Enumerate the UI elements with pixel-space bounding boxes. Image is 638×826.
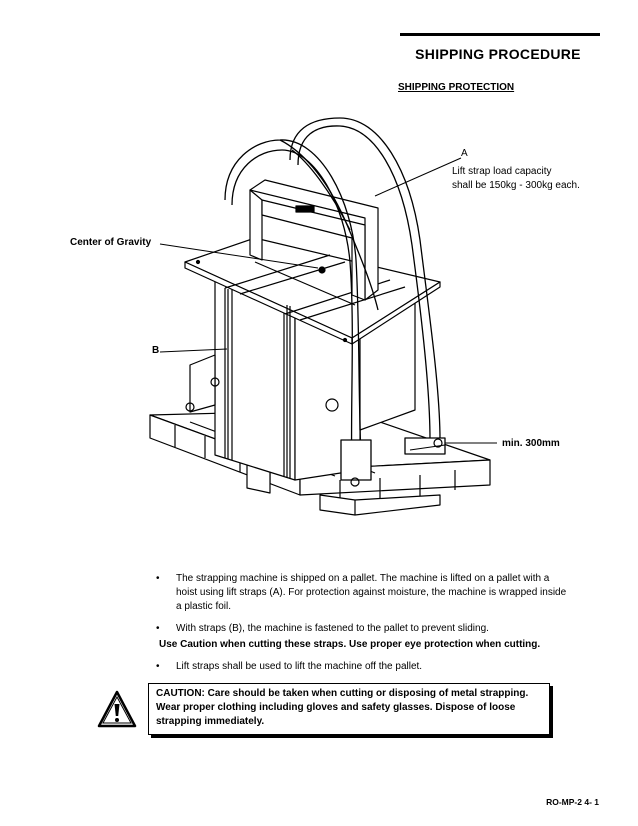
instruction-list: • The strapping machine is shipped on a … xyxy=(152,572,572,682)
bullet-symbol: • xyxy=(156,661,160,672)
min-distance-label: min. 300mm xyxy=(502,438,560,449)
eye-protection-warning: Use Caution when cutting these straps. U… xyxy=(159,639,541,650)
table-top xyxy=(184,237,441,345)
lift-straps xyxy=(224,117,446,481)
list-item: • Lift straps shall be used to lift the … xyxy=(152,660,572,674)
center-of-gravity-label: Center of Gravity xyxy=(70,237,152,248)
capacity-text-line1: Lift strap load capacity xyxy=(452,166,552,177)
warning-exclamation-icon xyxy=(97,690,137,728)
caution-box: CAUTION: Care should be taken when cutti… xyxy=(148,683,550,735)
label-b: B xyxy=(152,345,160,356)
caution-text: CAUTION: Care should be taken when cutti… xyxy=(156,688,529,727)
page-title: SHIPPING PROCEDURE xyxy=(415,46,581,62)
capacity-text-line2: shall be 150kg - 300kg each. xyxy=(452,180,580,191)
bullet-symbol: • xyxy=(156,573,160,584)
fastening-strap-b xyxy=(185,288,443,487)
bullet-text: With straps (B), the machine is fastened… xyxy=(176,623,489,634)
label-a: A xyxy=(461,148,468,159)
section-subtitle: SHIPPING PROTECTION xyxy=(398,82,515,93)
machine-on-pallet-illustration xyxy=(149,117,497,516)
list-item: • With straps (B), the machine is fasten… xyxy=(152,622,572,636)
leader-lines xyxy=(159,157,497,451)
bullet-text: The strapping machine is shipped on a pa… xyxy=(176,573,567,612)
header-rule xyxy=(400,33,600,36)
bullet-text: Lift straps shall be used to lift the ma… xyxy=(176,661,423,672)
bullet-symbol: • xyxy=(156,623,160,634)
page-number: RO-MP-2 4- 1 xyxy=(546,797,599,807)
list-item: • The strapping machine is shipped on a … xyxy=(152,572,572,614)
